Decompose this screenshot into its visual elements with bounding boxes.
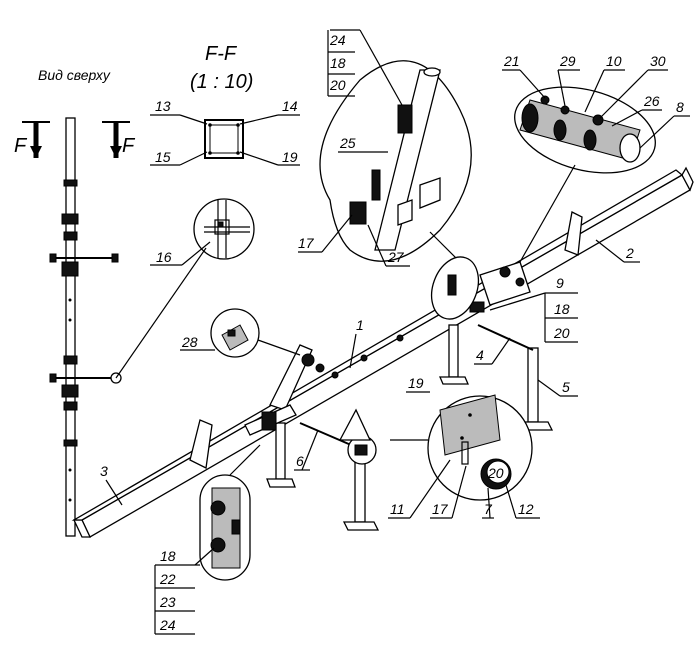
callout-18-upper: 18	[330, 55, 346, 71]
top-view-label: Вид сверху	[38, 67, 111, 83]
callout-29: 29	[559, 53, 576, 69]
detail-lower-left-leader	[229, 444, 261, 476]
callout-3: 3	[100, 463, 108, 479]
section-arrowhead-right	[110, 146, 122, 158]
callout-16: 16	[156, 249, 172, 265]
upper-assembly	[469, 261, 531, 313]
detail-16-circle	[193, 198, 255, 260]
callout-6: 6	[296, 453, 304, 469]
callout-28: 28	[181, 334, 198, 350]
callout-4: 4	[476, 347, 484, 363]
callout-17-upper: 17	[298, 235, 315, 251]
callout-18-lower: 18	[160, 548, 176, 564]
callout-12: 12	[518, 501, 534, 517]
callout-25: 25	[339, 135, 356, 151]
callout-23: 23	[159, 594, 176, 610]
section-title: F-F	[205, 43, 238, 65]
callout-18-main: 18	[554, 301, 570, 317]
top-view-beam	[65, 117, 76, 537]
callout-22: 22	[159, 571, 176, 587]
callout-9: 9	[556, 275, 564, 291]
section-ff: F-F (1 : 10) 13 14 15 19	[150, 43, 300, 166]
callout-26: 26	[643, 93, 660, 109]
callout-17-lower: 17	[432, 501, 449, 517]
detail-lower-left: 18 22 23 24	[154, 444, 261, 635]
brackets	[189, 211, 583, 469]
callout-10: 10	[606, 53, 622, 69]
detail-28: 28	[180, 308, 301, 358]
callout-27: 27	[387, 249, 405, 265]
stand-5-leg	[527, 347, 539, 423]
callout-15: 15	[155, 149, 171, 165]
callout-11: 11	[390, 501, 405, 517]
section-arrowhead-left	[30, 146, 42, 158]
callout-7: 7	[484, 501, 493, 517]
detail-16-leader	[115, 247, 207, 379]
callout-2: 2	[625, 245, 634, 261]
top-view: Вид сверху F F	[14, 67, 136, 537]
detail-lower-right: 20 19 11 17 7 12	[338, 375, 540, 519]
detail-upper-leader	[429, 231, 461, 263]
callout-5: 5	[562, 379, 570, 395]
callout-8: 8	[676, 99, 684, 115]
section-profile-outer	[204, 119, 244, 159]
detail-roller-leader	[519, 164, 576, 263]
section-marker-right: F	[122, 135, 136, 157]
callout-19-section: 19	[282, 149, 298, 165]
section-profile-inner	[209, 124, 239, 154]
bracket-right	[564, 211, 583, 256]
callout-20-upper: 20	[329, 77, 346, 93]
main-beam-end-right	[681, 166, 694, 192]
bracket-left	[189, 419, 213, 469]
callout-19-lower: 19	[408, 375, 424, 391]
callout-1: 1	[356, 317, 364, 333]
callout-21: 21	[503, 53, 520, 69]
main-beam	[71, 166, 694, 538]
callout-14: 14	[282, 98, 298, 114]
callout-20-main: 20	[553, 325, 570, 341]
stand-6-arm	[299, 422, 359, 449]
callout-30: 30	[650, 53, 666, 69]
section-marker-left: F	[14, 135, 28, 157]
callout-24-upper: 24	[329, 32, 346, 48]
detail-upper-bracket: 24 18 20 25 17 27	[298, 29, 480, 320]
detail-16: 16	[115, 198, 255, 379]
section-scale: (1 : 10)	[190, 71, 253, 93]
roller-20-label: 20	[487, 465, 504, 481]
callout-24-lower: 24	[159, 617, 176, 633]
detail-roller: 21 29 10 30 26 8	[502, 53, 690, 263]
stand-5-arm	[477, 324, 534, 351]
main-callouts: 1 2 3 4 5 6 9 18 20	[100, 239, 640, 506]
callout-13: 13	[155, 98, 171, 114]
plate-19	[439, 394, 501, 456]
